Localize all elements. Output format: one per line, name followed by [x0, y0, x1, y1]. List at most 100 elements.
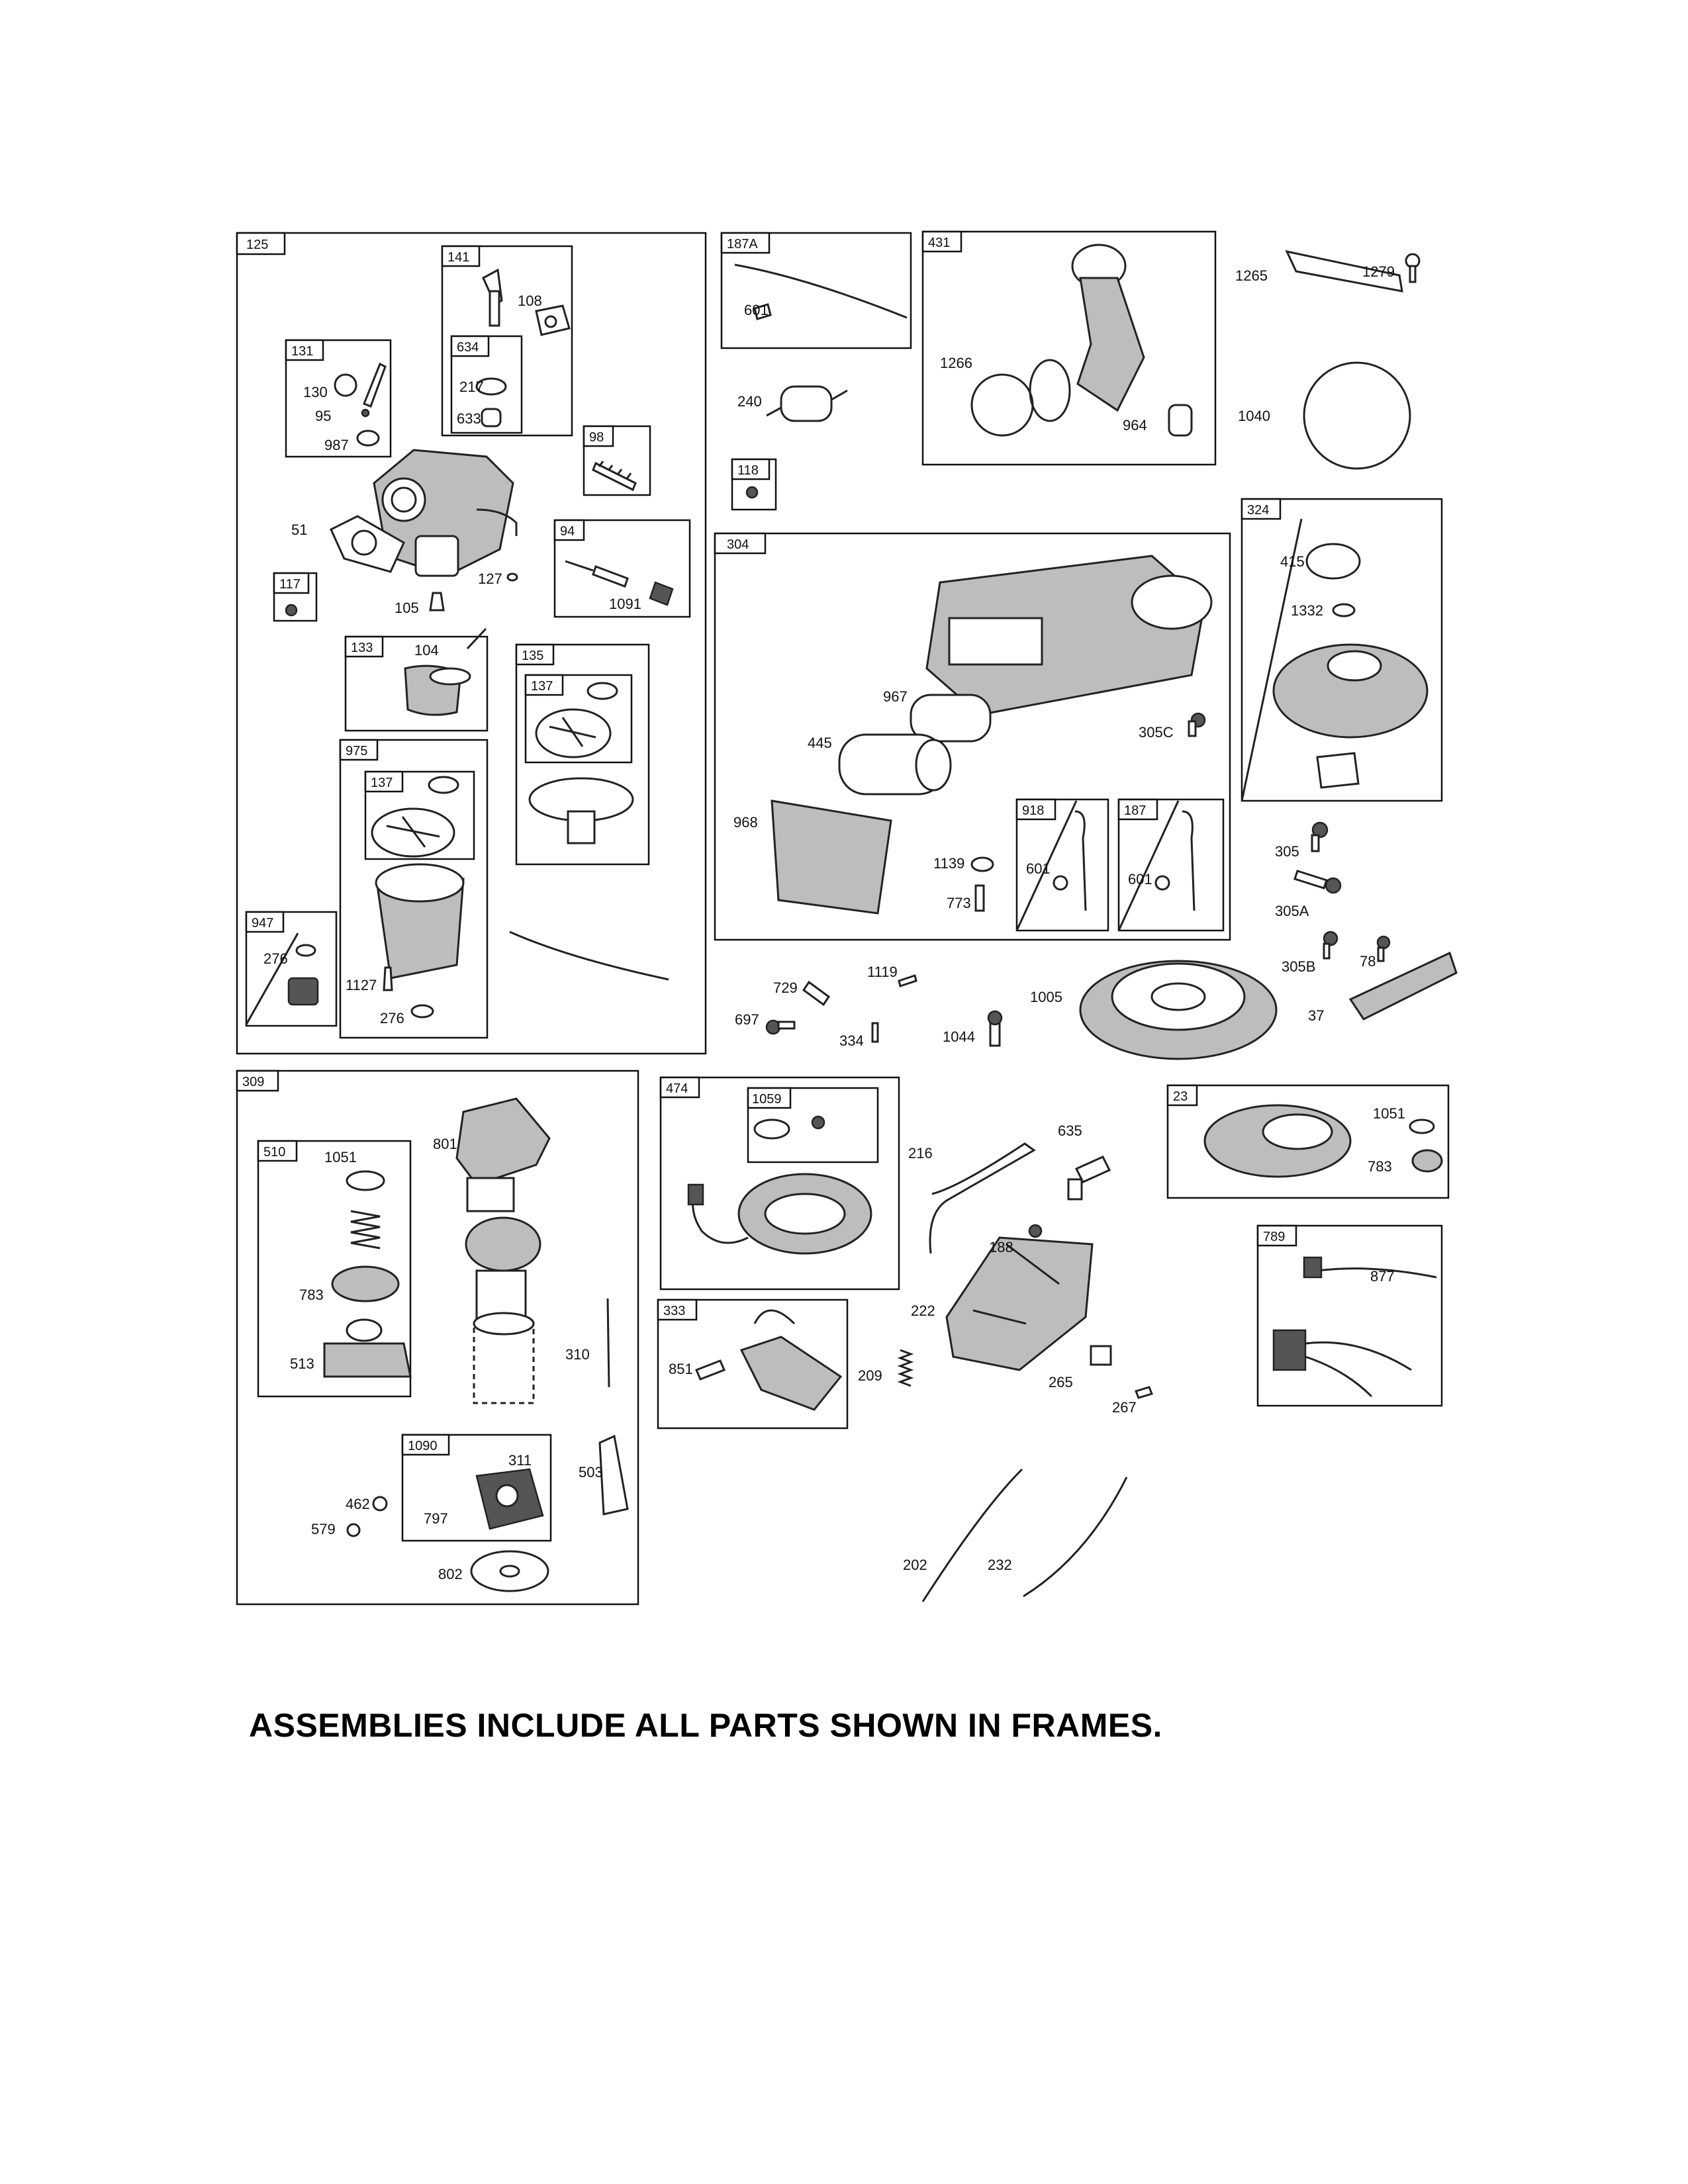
svg-text:137: 137 — [371, 776, 393, 790]
frame-137-lower: 137 — [364, 770, 475, 860]
svg-text:141: 141 — [447, 250, 469, 265]
link-729 — [802, 980, 831, 1007]
carb-tube-part — [482, 268, 503, 327]
part-label: 78 — [1360, 953, 1376, 970]
retainer-1051 — [346, 1170, 385, 1191]
svg-text:187A: 187A — [727, 237, 758, 251]
divider-918 — [1015, 800, 1078, 931]
spring-510 — [350, 1210, 381, 1250]
part-label: 968 — [733, 814, 758, 831]
spring-209 — [897, 1349, 914, 1387]
svg-text:789: 789 — [1263, 1230, 1285, 1244]
svg-text:510: 510 — [263, 1145, 285, 1160]
part-label: 801 — [433, 1136, 457, 1152]
frame-634: 634 — [450, 335, 523, 434]
cover-324 — [1272, 643, 1429, 739]
ring-1266 — [970, 373, 1034, 437]
frame-141: 141 — [441, 245, 573, 437]
frame-94: 94 — [553, 519, 691, 618]
frame-dividers — [245, 518, 1303, 1025]
carburetor-51 — [373, 449, 518, 577]
svg-text:118: 118 — [737, 463, 759, 478]
brush-holder-1090 — [475, 1468, 544, 1530]
screw-697 — [765, 1019, 796, 1035]
bowl-975 — [375, 863, 465, 979]
screw-95 — [361, 408, 370, 418]
frame-431: 431 — [921, 230, 1217, 466]
svg-text:1090: 1090 — [408, 1439, 438, 1453]
part-label: 462 — [346, 1496, 370, 1512]
pump-body-135 — [528, 777, 634, 844]
part-label: 1051 — [1373, 1105, 1405, 1122]
screw-117 — [285, 604, 298, 617]
diaphragm-137-lower — [371, 776, 459, 858]
cap-415 — [1305, 543, 1361, 580]
bolt-1279 — [1405, 253, 1421, 283]
washer-1139 — [970, 856, 994, 872]
part-label: 445 — [808, 735, 832, 751]
gasket-108 — [535, 304, 571, 336]
part-label: 51 — [291, 522, 307, 538]
link-232 — [1023, 1477, 1128, 1598]
filter-445 — [838, 733, 952, 796]
svg-text:131: 131 — [291, 344, 313, 359]
gasket-51 — [330, 515, 405, 573]
svg-text:634: 634 — [457, 340, 479, 355]
svg-text:947: 947 — [252, 916, 273, 931]
clamp-118 — [745, 486, 759, 499]
frame-789: 789 — [1256, 1224, 1443, 1407]
cover-968 — [771, 799, 892, 915]
illustrations-layer — [285, 244, 1458, 1602]
part-label: 697 — [735, 1011, 759, 1028]
needle-94 — [565, 560, 674, 606]
ring-1040 — [1303, 361, 1411, 470]
washer-1059 — [753, 1115, 825, 1140]
bolt-310 — [606, 1298, 610, 1388]
assembly-note: ASSEMBLIES INCLUDE ALL PARTS SHOWN IN FR… — [249, 1707, 1162, 1744]
frame-918: 918 — [1015, 798, 1109, 932]
part-label: 305A — [1275, 903, 1309, 919]
screw-188 — [1028, 1224, 1043, 1238]
part-label: 267 — [1112, 1399, 1137, 1416]
divider-187 — [1117, 800, 1180, 931]
gear-783b — [1411, 1149, 1443, 1173]
part-label: 202 — [903, 1557, 927, 1573]
screw-1127 — [383, 966, 393, 991]
frame-947: 947 — [245, 911, 338, 1027]
frame-975: 975 — [339, 739, 489, 1039]
screw-98 — [592, 461, 637, 492]
part-label: 276 — [263, 950, 288, 967]
part-label: 1139 — [933, 855, 964, 872]
bolt-305B — [1323, 931, 1338, 960]
part-label: 1091 — [609, 596, 641, 612]
svg-text:117: 117 — [279, 577, 301, 592]
bracket-1265 — [1285, 250, 1403, 293]
svg-text:431: 431 — [928, 236, 950, 250]
frame-137-top: 137 — [524, 674, 633, 764]
part-label: 1005 — [1030, 989, 1062, 1005]
pin-773 — [974, 884, 985, 912]
part-label: 851 — [669, 1361, 693, 1377]
part-label: 579 — [311, 1521, 336, 1537]
part-label: 601 — [1026, 860, 1051, 877]
flywheel-1005 — [1079, 960, 1278, 1060]
choke-shaft-130 — [334, 362, 387, 408]
svg-text:1059: 1059 — [752, 1092, 782, 1107]
pinion-513 — [323, 1318, 412, 1378]
svg-text:135: 135 — [522, 649, 543, 663]
part-label: 415 — [1280, 553, 1305, 570]
fuel-line-975 — [509, 931, 669, 981]
frame-333: 333 — [657, 1298, 849, 1430]
divider-947 — [245, 933, 299, 1025]
part-label: 783 — [299, 1287, 324, 1303]
part-label: 311 — [508, 1452, 532, 1469]
frame-324: 324 — [1241, 498, 1443, 802]
housing-304 — [925, 555, 1213, 716]
armature-309 — [465, 1177, 541, 1325]
washer-276 — [410, 1004, 434, 1019]
part-label: 216 — [908, 1145, 933, 1161]
screw-851 — [695, 1359, 726, 1381]
washer-1332 — [1332, 603, 1356, 617]
flywheel-23 — [1203, 1104, 1352, 1178]
